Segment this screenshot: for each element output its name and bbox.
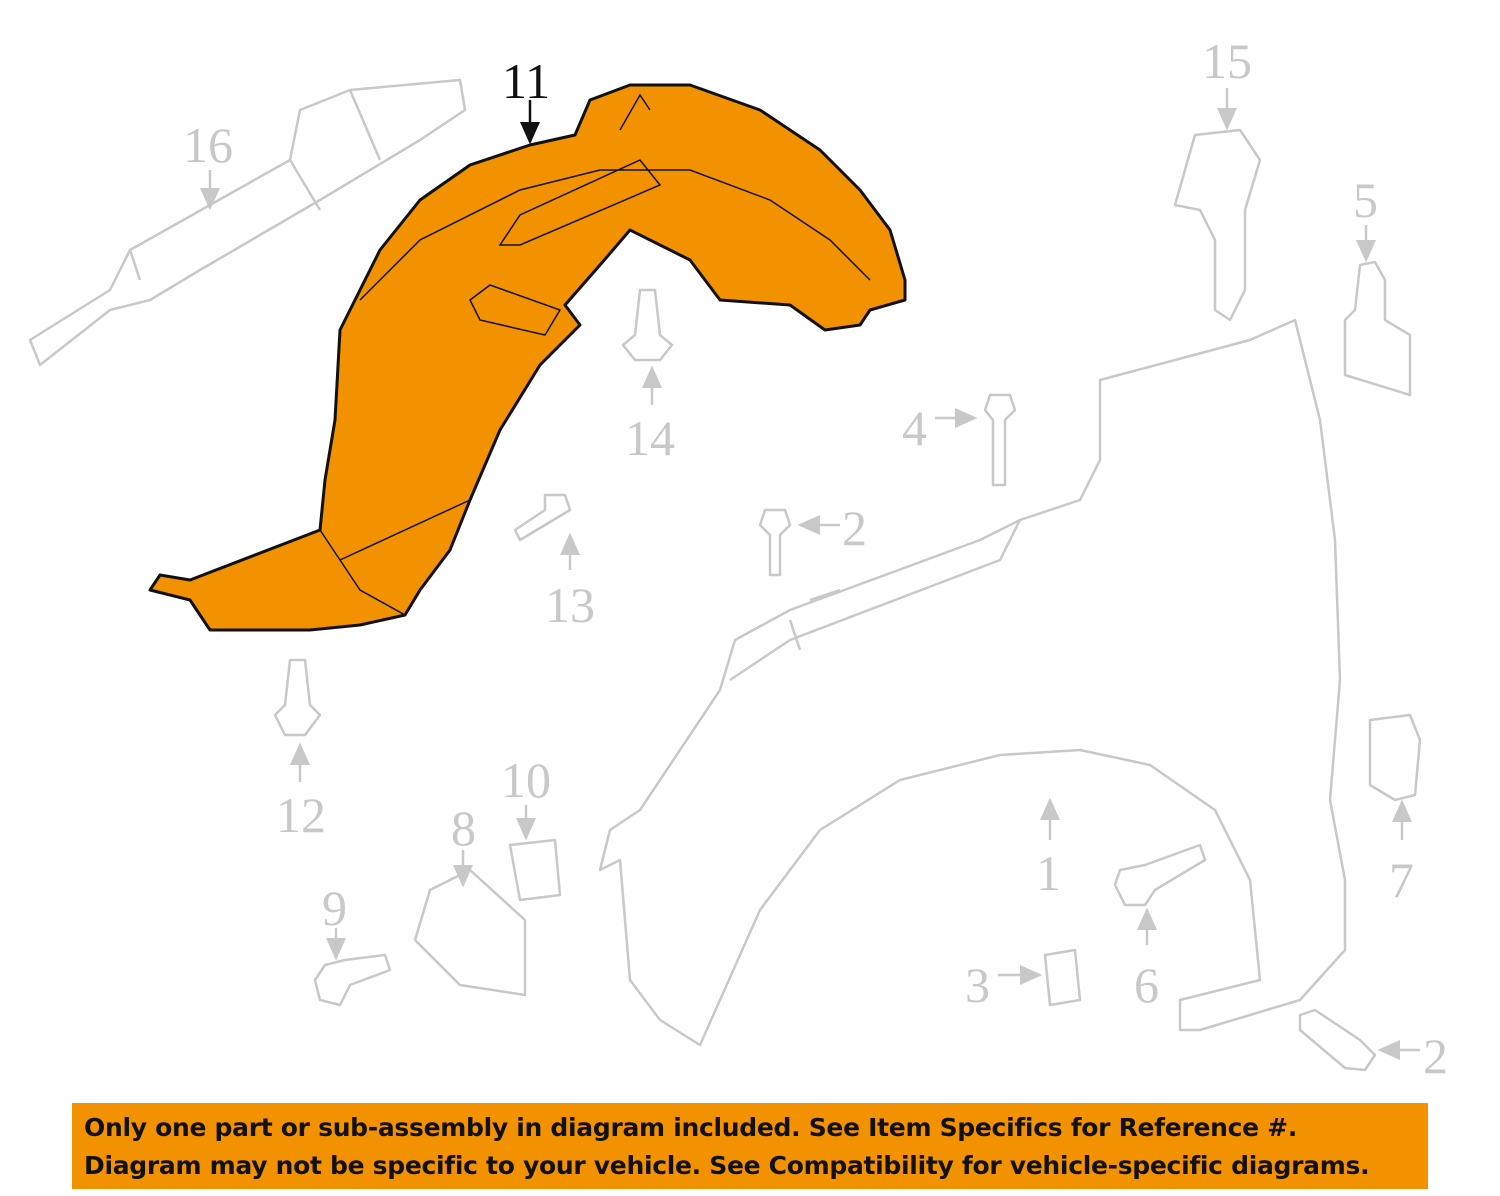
- banner-line-2: Diagram may not be specific to your vehi…: [84, 1151, 1370, 1180]
- callout-arrows: [200, 88, 1420, 1060]
- part-16-reinforcement: [28, 78, 467, 367]
- disclaimer-banner: Only one part or sub-assembly in diagram…: [72, 1103, 1428, 1189]
- callout-3: 3: [965, 957, 990, 1013]
- callout-10: 10: [501, 752, 551, 808]
- callout-6: 6: [1134, 957, 1159, 1013]
- part-5-bracket: [1343, 260, 1412, 397]
- callout-4: 4: [902, 400, 927, 456]
- callout-14: 14: [625, 410, 675, 466]
- banner-line-1: Only one part or sub-assembly in diagram…: [84, 1113, 1298, 1142]
- callout-16: 16: [183, 117, 233, 173]
- callout-2-lower: 2: [1423, 1028, 1448, 1084]
- part-1-fender: [598, 318, 1347, 1047]
- callout-7: 7: [1389, 852, 1414, 908]
- callout-13: 13: [545, 577, 595, 633]
- part-7-clip: [1368, 713, 1422, 802]
- callout-15: 15: [1202, 33, 1252, 89]
- callout-1: 1: [1036, 845, 1061, 901]
- callout-8: 8: [451, 800, 476, 856]
- part-15-bracket: [1173, 128, 1262, 322]
- callout-12: 12: [276, 787, 326, 843]
- callout-5: 5: [1353, 172, 1378, 228]
- callout-9: 9: [322, 880, 347, 936]
- callout-2-upper: 2: [842, 500, 867, 556]
- callout-11: 11: [502, 53, 550, 109]
- part-11-fender-liner: [148, 83, 907, 632]
